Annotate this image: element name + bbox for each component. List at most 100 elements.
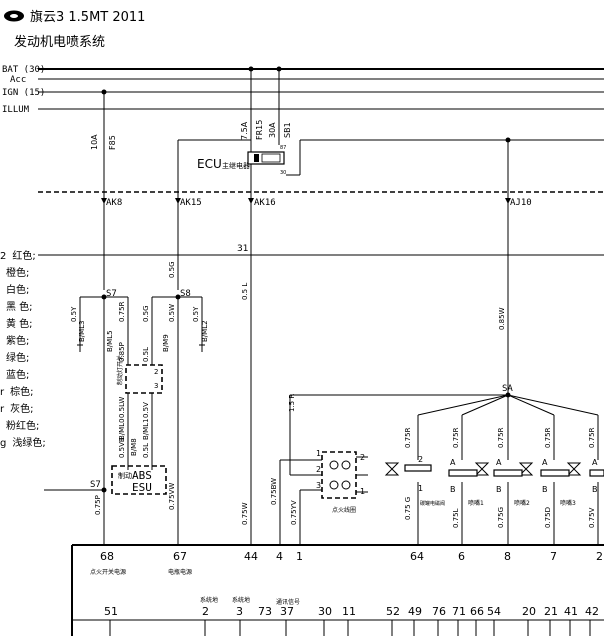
svg-text:B: B (542, 485, 548, 494)
injector-4: A B (589, 458, 604, 494)
legend-entry: 黑 色; (6, 300, 33, 313)
wire-label: 0.75R (588, 427, 596, 448)
ecu-main-relay: ECU 主继电器 87 30 (197, 145, 286, 176)
plug-label: B/ML1 (142, 418, 150, 440)
legend-entry: 橙色; (6, 266, 29, 279)
splice-label: S7 (90, 480, 101, 490)
relay-label: ECU (197, 157, 222, 171)
ecu-pin: 71 (452, 605, 466, 618)
splice-s8: S8 (151, 289, 203, 545)
injector-2: A B 喷嘴2 (493, 458, 534, 507)
wire-label: 0.75 G (404, 497, 412, 520)
wire-label: 0.75BW (270, 478, 278, 505)
ecu-pin: 3 (236, 605, 243, 618)
splice-sa: SA 0.85W 1.5 R (288, 307, 599, 475)
plug-symbols (77, 344, 205, 352)
wire-label: 0.75W (241, 502, 249, 525)
wire-label: 0.75YV (290, 500, 298, 525)
wire-label: 0.5W (168, 304, 176, 322)
fuse-id: F85 (108, 135, 117, 150)
svg-text:B: B (592, 485, 598, 494)
page-subtitle: 发动机电喷系统 (14, 34, 105, 50)
svg-text:1: 1 (316, 449, 321, 458)
relay-pin: 30 (280, 170, 286, 176)
plug-label: B/ML3 (78, 320, 86, 342)
ecu-pin: 20 (522, 605, 536, 618)
ecu-pin: 30 (318, 605, 332, 618)
relay-pin: 87 (280, 145, 286, 151)
svg-text:2: 2 (418, 455, 423, 464)
wire-label: 0.75G (497, 507, 505, 528)
wire-label: 0.75P (94, 495, 102, 515)
injector-3: A B 喷嘴3 (540, 458, 582, 507)
rail-label-bat: BAT (30) (2, 65, 45, 75)
splice-s7-lower: S7 0.75P 0.75VW (44, 480, 176, 545)
wire-label: 0.85P (118, 342, 126, 362)
ecu-pin-caption: 电瓶电源 (168, 568, 192, 576)
fuse-rating: 10A (90, 134, 99, 150)
plug-label: B/M8 (130, 438, 138, 456)
ecu-pin: 54 (487, 605, 501, 618)
ecu-pin: 8 (504, 550, 511, 563)
supply-rails: BAT (30) Acc IGN (15) ILLUM (2, 65, 604, 115)
plug-label: B/ML5 (106, 330, 114, 352)
splice-label: S7 (106, 289, 117, 299)
ecu-pin-caption: 点火开关电源 (90, 568, 126, 576)
ecu-pin-caption: 系统地 (232, 596, 250, 604)
legend-entry: 粉红色; (6, 419, 39, 432)
splice-s7-upper: S7 (79, 289, 129, 490)
ecu-pin: 41 (564, 605, 578, 618)
wire-label: 0.75V (588, 507, 596, 528)
legend-entry: 黄 色; (6, 317, 33, 330)
svg-text:1: 1 (418, 484, 423, 493)
fuse-id: FR15 (255, 120, 264, 140)
ecu-pin: 52 (386, 605, 400, 618)
svg-text:A: A (450, 458, 456, 467)
ecu-block (71, 544, 604, 636)
ecu-pin: 42 (585, 605, 599, 618)
brake-light-switch: 制动灯开关 2 3 0.85P 0.5L 0.5LW 0.5V 0.5VB 0.… (116, 330, 163, 470)
injector-row: 2 1 碳罐电磁阀 A B 喷嘴1 A B 喷嘴2 A B 喷嘴3 (384, 455, 604, 545)
fuse-sb1: 30A SB1 (268, 122, 292, 138)
abs-esu-module: 制动 ABS ESU (111, 465, 167, 495)
ecu-pin: 73 (258, 605, 272, 618)
relay-sub: 主继电器 (222, 161, 250, 170)
svg-text:碳罐电磁阀: 碳罐电磁阀 (420, 500, 445, 507)
ecu-pin: 4 (276, 550, 283, 563)
connector-label: AK16 (254, 198, 276, 208)
ecu-pin: 68 (100, 550, 114, 563)
wire-label: 0.5G (168, 261, 176, 278)
abs-box-sub: ESU (132, 481, 152, 494)
splice-label: S8 (180, 289, 191, 299)
wire-label: 0.5VB (118, 437, 126, 458)
ecu-pin: 1 (296, 550, 303, 563)
fuse-f85: 10A F85 (90, 134, 117, 150)
brake-switch-label: 制动灯开关 (116, 355, 124, 385)
svg-text:2: 2 (316, 465, 321, 474)
svg-text:3: 3 (154, 382, 158, 390)
svg-text:喷嘴3: 喷嘴3 (560, 499, 576, 507)
ecu-bottom-pins: 系统地 系统地 通讯信号 51 2 3 73 37 30 11 52 49 76… (104, 596, 599, 618)
rail-label-ign: IGN (15) (2, 88, 45, 98)
ecu-pin: 51 (104, 605, 118, 618)
ecu-pin: 7 (550, 550, 557, 563)
wire-label: 0.5L (142, 347, 150, 362)
connectors: AK8 AK15 AK16 AJ10 (101, 198, 532, 208)
ecu-pin: 6 (458, 550, 465, 563)
wire-label: 0.75R (404, 427, 412, 448)
wire-label: 0.5G (142, 305, 150, 322)
fuse-fr15: 7.5A FR15 (240, 120, 264, 140)
page-title: 旗云3 1.5MT 2011 (30, 9, 145, 25)
ecu-pin: 66 (470, 605, 484, 618)
abs-box-label: ABS (132, 469, 152, 482)
legend-entry: 白色; (6, 283, 29, 296)
abs-label: 制动 (118, 471, 132, 480)
injector-1: A B 喷嘴1 (448, 458, 490, 507)
ecu-pin: 67 (173, 550, 187, 563)
wire-label: 1.5 R (288, 394, 296, 412)
